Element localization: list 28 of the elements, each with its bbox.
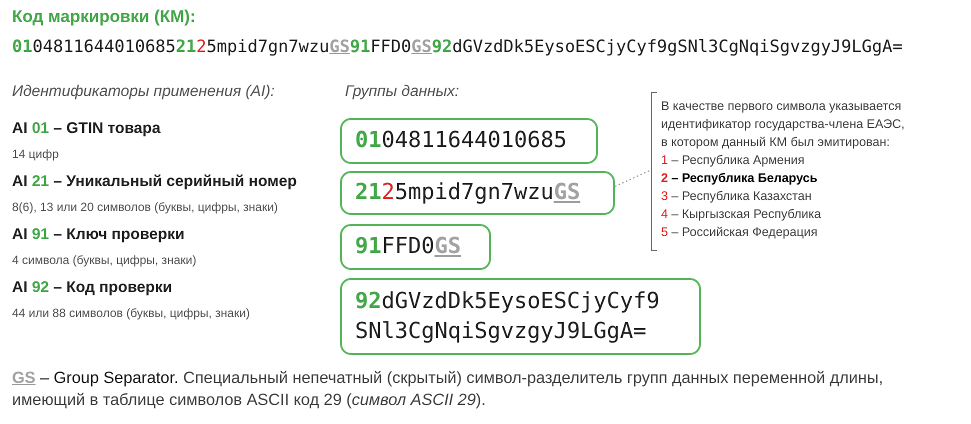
section-heading: Группы данных: [345, 83, 460, 101]
data-group-frame [340, 171, 615, 215]
country-code-item: 4 – Кыргызская Республика [661, 206, 822, 223]
ai-heading: AI 91 – Ключ проверки [12, 226, 185, 244]
data-group-code: 0104811644010685 [355, 127, 568, 155]
country-code-item: 3 – Республика Казахстан [661, 188, 813, 205]
ai-heading: AI 01 – GTIN товара [12, 120, 161, 138]
ai-description: 8(6), 13 или 20 символов (буквы, цифры, знаки) [12, 200, 278, 214]
leader-line [614, 169, 652, 187]
ai-heading: AI 21 – Уникальный серийный номер [12, 173, 297, 191]
data-group-frame [340, 224, 491, 270]
data-group-frame [340, 118, 598, 164]
country-code-item: 2 – Республика Беларусь [661, 170, 818, 187]
data-group-frame [340, 278, 701, 355]
country-code-item: 1 – Республика Армения [661, 152, 806, 169]
data-group-code: 92dGVzdDk5EysoESCjyCyf9 SNl3CgNqiSgvzgyJ9LGgA= [355, 288, 661, 346]
data-group-code: 91FFD0GS [355, 233, 462, 261]
ai-description: 44 или 88 символов (буквы, цифры, знаки) [12, 306, 250, 320]
marking-code-string: 01048116440106852125mpid7gn7wzuGS91FFD0GS92dGVzdDk5EysoESCjyCyf9gSNl3CgNqiSgvzgyJ9LGgA= [12, 37, 903, 57]
diagram-title: Код маркировки (КМ): [12, 7, 196, 27]
ai-description: 4 символа (буквы, цифры, знаки) [12, 253, 196, 267]
section-heading: Идентификаторы применения (AI): [12, 83, 275, 101]
ai-heading: AI 92 – Код проверки [12, 279, 172, 297]
data-group-code: 2125mpid7gn7wzuGS [355, 179, 582, 207]
note-text: В качестве первого символа указывается идентификатор государства-члена ЕАЭС, в котором данный КМ был эмитирован: [661, 98, 906, 151]
footnote-text: GS – Group Separator. Специальный непечатный (скрытый) символ-разделитель групп данных переменной длины, имеющий в таблице символов ASCII код 29 (символ ASCII 29). [12, 368, 884, 411]
ai-description: 14 цифр [12, 147, 59, 161]
country-code-item: 5 – Российская Федерация [661, 224, 818, 241]
